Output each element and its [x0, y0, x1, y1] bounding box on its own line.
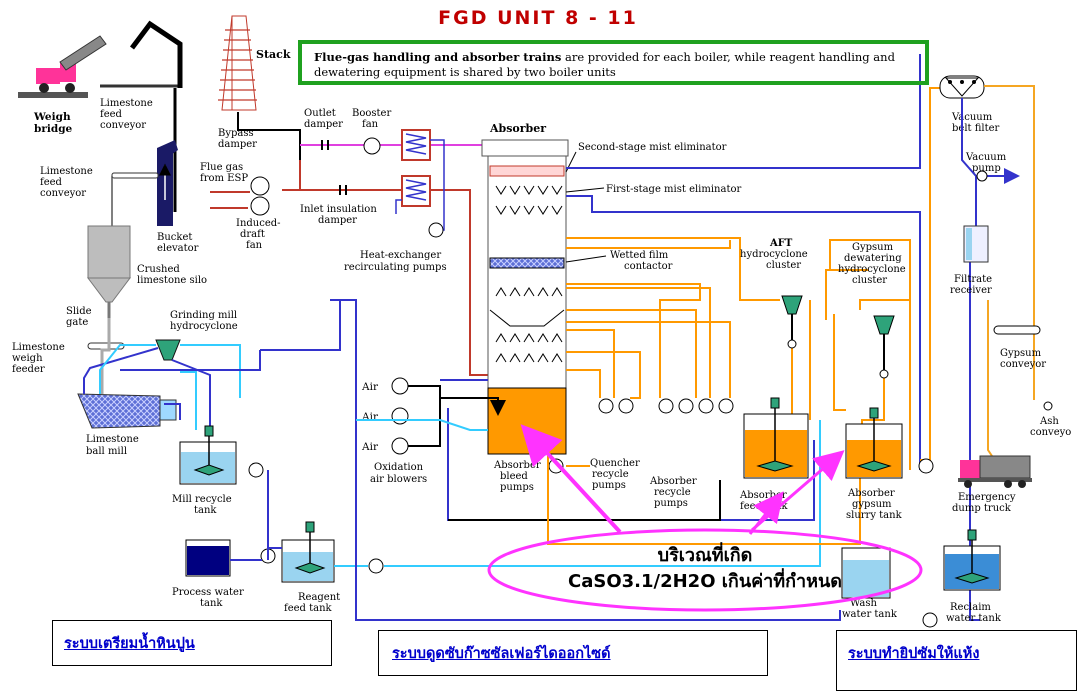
label-absorber: Absorber — [489, 122, 546, 135]
label-first-stage-me: First-stage mist eliminator — [606, 184, 742, 195]
info-note: Flue-gas handling and absorber trains ar… — [298, 40, 929, 85]
gypsum-dewatering-hydrocyclone — [874, 316, 894, 378]
label-air-3: Air — [361, 441, 379, 453]
reclaim-pump — [923, 613, 937, 627]
induced-draft-fan — [251, 177, 269, 215]
reclaim-water-tank — [944, 530, 1000, 590]
stack — [218, 16, 257, 110]
absorber-recycle-pumps — [659, 399, 733, 413]
gypsum-slurry-pump — [919, 459, 933, 473]
emergency-dump-truck-icon — [958, 456, 1032, 488]
label-stack: Stack — [256, 48, 291, 61]
section-link-so2-absorption[interactable]: ระบบดูดซับก๊าซซัลเฟอร์ไดออกไซด์ — [392, 642, 611, 665]
mill-recycle-pump — [249, 463, 263, 477]
label-air-2: Air — [361, 411, 379, 423]
absorber-tower — [482, 140, 568, 454]
booster-fan — [364, 138, 380, 154]
callout-line1: บริเวณที่เกิด — [658, 542, 753, 566]
gypsum-conveyor — [994, 326, 1040, 334]
reagent-feed-tank — [282, 522, 334, 582]
heat-exchanger — [396, 130, 444, 237]
limestone-feed-conveyor-left — [112, 173, 158, 226]
section-link-gypsum-drying[interactable]: ระบบทำยิปซัมให้แห้ง — [848, 642, 979, 665]
wash-water-tank — [842, 548, 890, 598]
quencher-recycle-pumps — [599, 399, 633, 413]
diagram-title: FGD UNIT 8 - 11 — [438, 7, 638, 29]
truck-icon — [18, 36, 106, 98]
ash-conveyor — [1044, 402, 1052, 410]
aft-hydrocyclone — [782, 296, 802, 348]
label-second-stage-me: Second-stage mist eliminator — [578, 142, 727, 153]
label-air-1: Air — [361, 381, 379, 393]
section-link-limestone-prep[interactable]: ระบบเตรียมน้ำหินปูน — [64, 632, 195, 655]
vacuum-pump — [977, 171, 987, 181]
filtrate-receiver — [964, 226, 988, 262]
absorber-feed-tank — [744, 398, 808, 478]
mill-recycle-tank — [180, 426, 236, 484]
crushed-limestone-silo — [88, 226, 130, 318]
process-water-tank — [186, 540, 230, 576]
oxidation-air-blowers — [392, 378, 498, 454]
grinding-mill-hydrocyclone — [156, 340, 180, 360]
limestone-ball-mill — [78, 394, 176, 428]
callout-line2: CaSO3.1/2H2O เกินค่าที่กำหนด — [568, 568, 842, 592]
vacuum-belt-filter — [940, 76, 984, 98]
absorber-gypsum-slurry-tank — [846, 408, 902, 478]
reagent-pump — [369, 559, 383, 573]
